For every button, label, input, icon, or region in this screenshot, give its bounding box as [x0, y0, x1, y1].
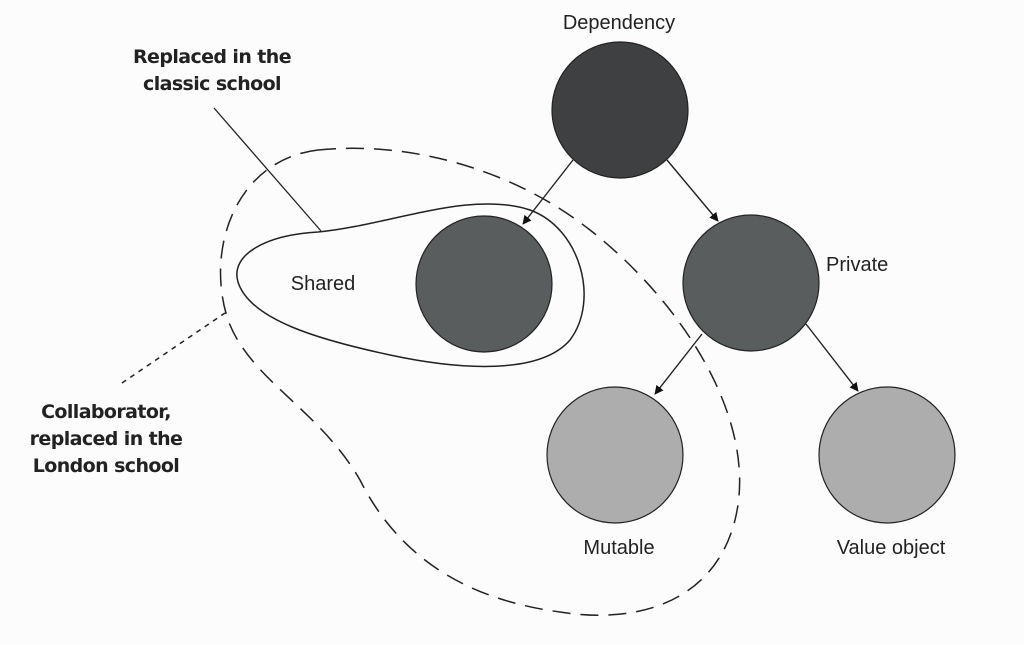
annotation-london-line-2: replaced in the [30, 428, 183, 450]
london-leader-line [121, 312, 226, 384]
edge-dependency-private [666, 159, 719, 222]
london-school-boundary [219, 147, 741, 616]
annotation-london-line-3: London school [33, 455, 179, 477]
classic-school-boundary [236, 203, 585, 368]
label-shared: Shared [291, 273, 356, 295]
label-value-object: Value object [837, 537, 946, 559]
edge-private-mutable [654, 333, 703, 395]
node-private [682, 214, 820, 352]
node-dependency [551, 41, 689, 179]
annotation-classic-line-2: classic school [143, 73, 281, 95]
node-mutable [546, 386, 684, 524]
edge-dependency-shared [522, 159, 574, 225]
label-private: Private [826, 254, 888, 276]
node-shared [415, 215, 553, 353]
annotation-london-line-1: Collaborator, [41, 401, 171, 423]
node-value-object [818, 386, 956, 524]
label-mutable: Mutable [583, 537, 654, 559]
edge-private-value-object [805, 323, 859, 392]
label-dependency: Dependency [563, 12, 675, 34]
annotation-classic-line-1: Replaced in the [133, 46, 291, 68]
classic-leader-line [213, 107, 322, 232]
